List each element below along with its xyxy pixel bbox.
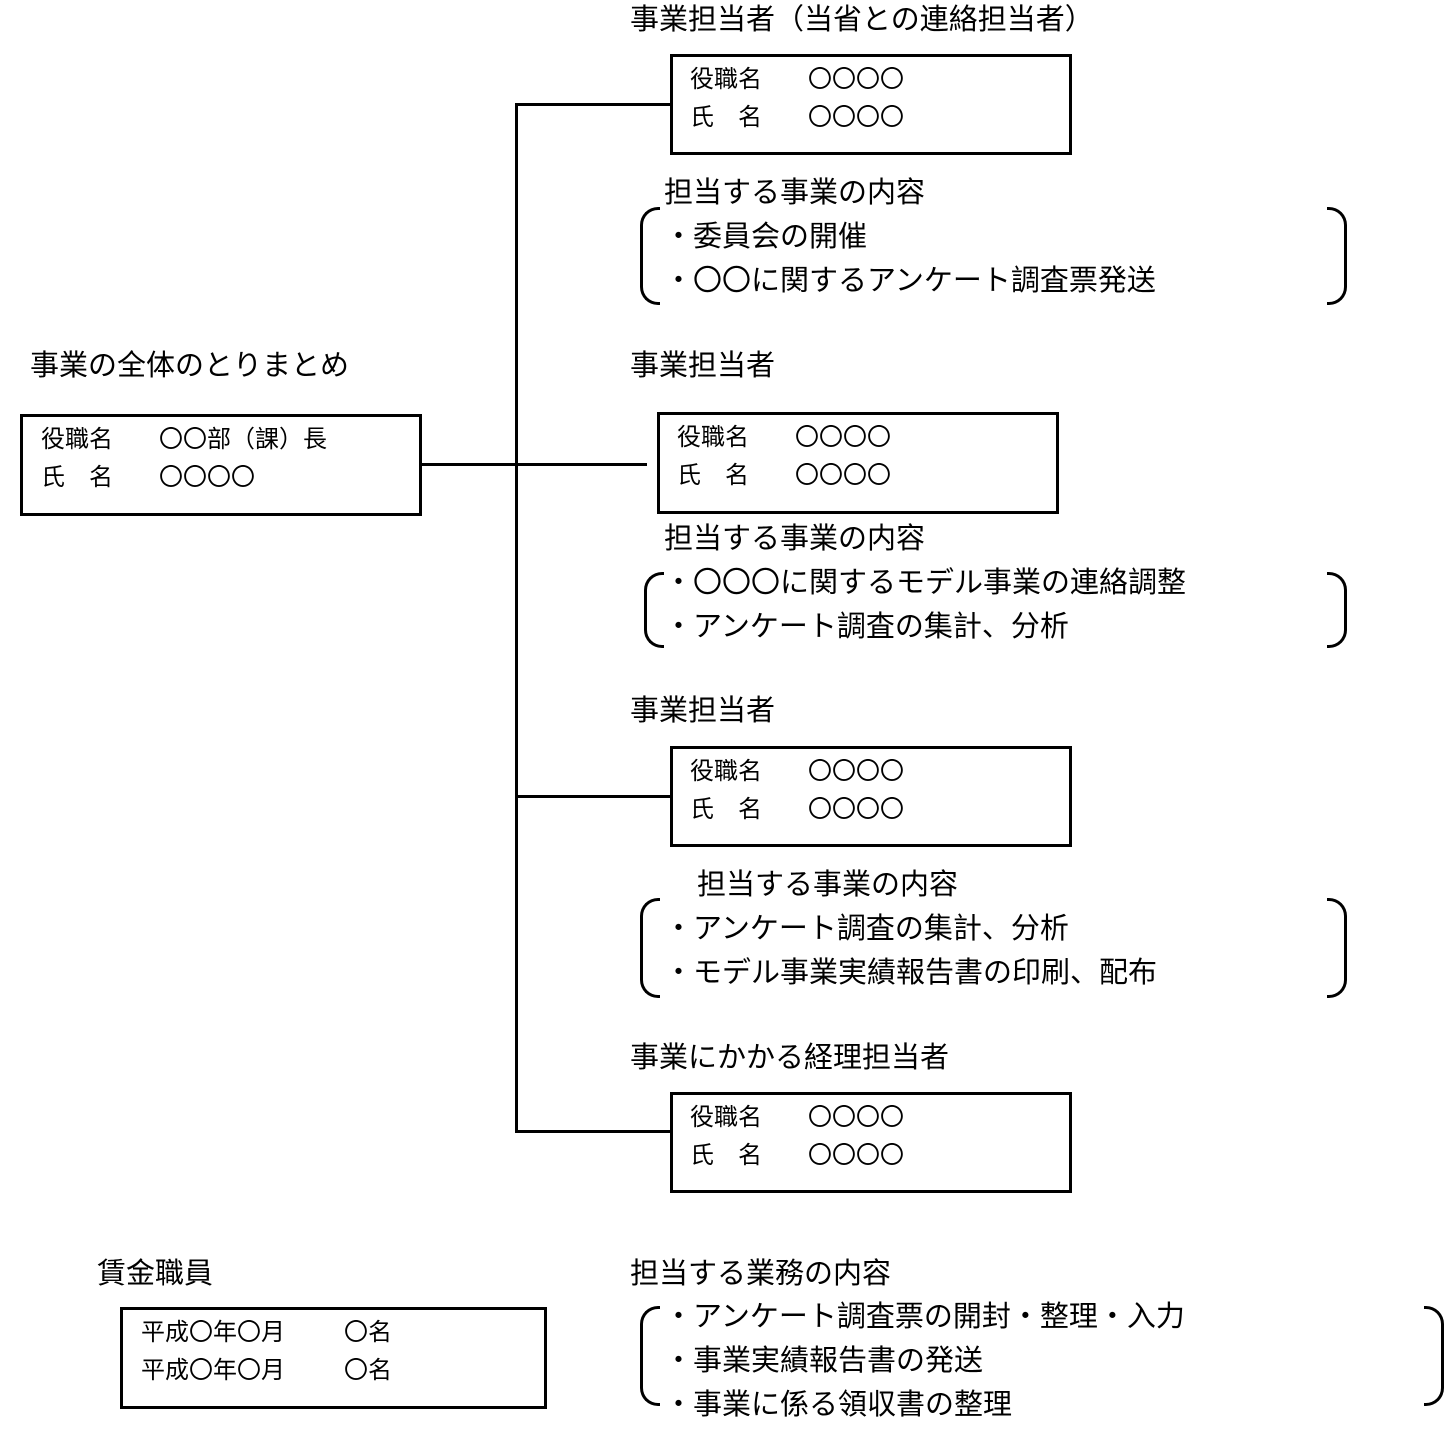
staff-1-left-bracket	[640, 207, 660, 305]
staff-1-heading: 事業担当者（当省との連絡担当者）	[630, 2, 1094, 36]
name-label: 氏 名	[690, 103, 762, 131]
duty-item: アンケート調査の集計、分析	[664, 604, 1186, 648]
staff-2-duties-heading: 担当する事業の内容	[664, 521, 926, 555]
staff-2-duties-list: 〇〇〇に関するモデル事業の連絡調整 アンケート調査の集計、分析	[664, 560, 1186, 648]
wage-row: 平成〇年〇月 〇名	[141, 1356, 392, 1384]
staff-3-right-bracket	[1327, 898, 1347, 998]
overall-box: 役職名 〇〇部（課）長 氏 名 〇〇〇〇	[20, 414, 422, 516]
name-label: 氏 名	[41, 463, 113, 491]
duty-item: 〇〇〇に関するモデル事業の連絡調整	[664, 560, 1186, 604]
name-row: 氏 名 〇〇〇〇	[677, 461, 891, 489]
duty-item: モデル事業実績報告書の印刷、配布	[664, 950, 1157, 994]
connector-staff-3	[515, 795, 670, 798]
name-value: 〇〇〇〇	[795, 461, 891, 489]
position-value: 〇〇〇〇	[808, 65, 904, 93]
staff-1-duties-list: 委員会の開催 〇〇に関するアンケート調査票発送	[664, 214, 1156, 302]
staff-3-duties-list: アンケート調査の集計、分析 モデル事業実績報告書の印刷、配布	[664, 906, 1157, 994]
staff-1-right-bracket	[1327, 207, 1347, 305]
name-value: 〇〇〇〇	[808, 795, 904, 823]
connector-staff-1	[515, 103, 670, 106]
position-row: 役職名 〇〇〇〇	[677, 423, 891, 451]
name-value: 〇〇〇〇	[808, 103, 904, 131]
duty-item: 〇〇に関するアンケート調査票発送	[664, 258, 1156, 302]
wage-left-bracket	[640, 1306, 660, 1406]
wage-right-bracket	[1424, 1306, 1444, 1406]
name-label: 氏 名	[677, 461, 749, 489]
staff-4-heading: 事業にかかる経理担当者	[630, 1040, 950, 1074]
staff-4-box: 役職名 〇〇〇〇 氏 名 〇〇〇〇	[670, 1092, 1072, 1193]
wage-staff-box: 平成〇年〇月 〇名 平成〇年〇月 〇名	[120, 1307, 547, 1409]
staff-3-heading: 事業担当者	[630, 693, 776, 727]
name-label: 氏 名	[690, 795, 762, 823]
position-label: 役職名	[690, 757, 762, 785]
duty-item: アンケート調査票の開封・整理・入力	[664, 1294, 1185, 1338]
name-row: 氏 名 〇〇〇〇	[690, 1141, 904, 1169]
staff-3-box: 役職名 〇〇〇〇 氏 名 〇〇〇〇	[670, 746, 1072, 847]
position-label: 役職名	[677, 423, 749, 451]
wage-staff-heading: 賃金職員	[97, 1256, 214, 1290]
position-label: 役職名	[41, 425, 113, 453]
wage-row: 平成〇年〇月 〇名	[141, 1318, 392, 1346]
position-label: 役職名	[690, 65, 762, 93]
name-row: 氏 名 〇〇〇〇	[690, 795, 904, 823]
position-value: 〇〇〇〇	[808, 757, 904, 785]
name-value: 〇〇〇〇	[808, 1141, 904, 1169]
wage-period: 平成〇年〇月	[141, 1356, 285, 1384]
wage-duties-list: アンケート調査票の開封・整理・入力 事業実績報告書の発送 事業に係る領収書の整理	[664, 1294, 1185, 1426]
position-row: 役職名 〇〇〇〇	[690, 757, 904, 785]
name-value: 〇〇〇〇	[159, 463, 255, 491]
wage-period: 平成〇年〇月	[141, 1318, 285, 1346]
connector-overall	[421, 463, 647, 466]
staff-1-duties-heading: 担当する事業の内容	[664, 175, 926, 209]
position-row: 役職名 〇〇〇〇	[690, 65, 904, 93]
position-value: 〇〇部（課）長	[159, 425, 327, 453]
staff-3-left-bracket	[640, 898, 660, 998]
staff-3-duties-heading: 担当する事業の内容	[697, 867, 959, 901]
position-value: 〇〇〇〇	[795, 423, 891, 451]
duty-item: 事業に係る領収書の整理	[664, 1382, 1185, 1426]
duty-item: 事業実績報告書の発送	[664, 1338, 1185, 1382]
name-label: 氏 名	[690, 1141, 762, 1169]
trunk-vertical-line	[515, 103, 518, 1133]
staff-1-box: 役職名 〇〇〇〇 氏 名 〇〇〇〇	[670, 54, 1072, 155]
connector-staff-4	[515, 1130, 670, 1133]
wage-count: 〇名	[344, 1356, 392, 1384]
position-row: 役職名 〇〇部（課）長	[41, 425, 327, 453]
name-row: 氏 名 〇〇〇〇	[690, 103, 904, 131]
position-label: 役職名	[690, 1103, 762, 1131]
staff-2-box: 役職名 〇〇〇〇 氏 名 〇〇〇〇	[657, 412, 1059, 514]
position-row: 役職名 〇〇〇〇	[690, 1103, 904, 1131]
overall-heading: 事業の全体のとりまとめ	[30, 348, 350, 382]
wage-duties-heading: 担当する業務の内容	[630, 1256, 892, 1290]
duty-item: アンケート調査の集計、分析	[664, 906, 1157, 950]
staff-2-right-bracket	[1327, 572, 1347, 648]
duty-item: 委員会の開催	[664, 214, 1156, 258]
wage-count: 〇名	[344, 1318, 392, 1346]
staff-2-left-bracket	[644, 572, 664, 648]
position-value: 〇〇〇〇	[808, 1103, 904, 1131]
staff-2-heading: 事業担当者	[630, 348, 776, 382]
name-row: 氏 名 〇〇〇〇	[41, 463, 255, 491]
